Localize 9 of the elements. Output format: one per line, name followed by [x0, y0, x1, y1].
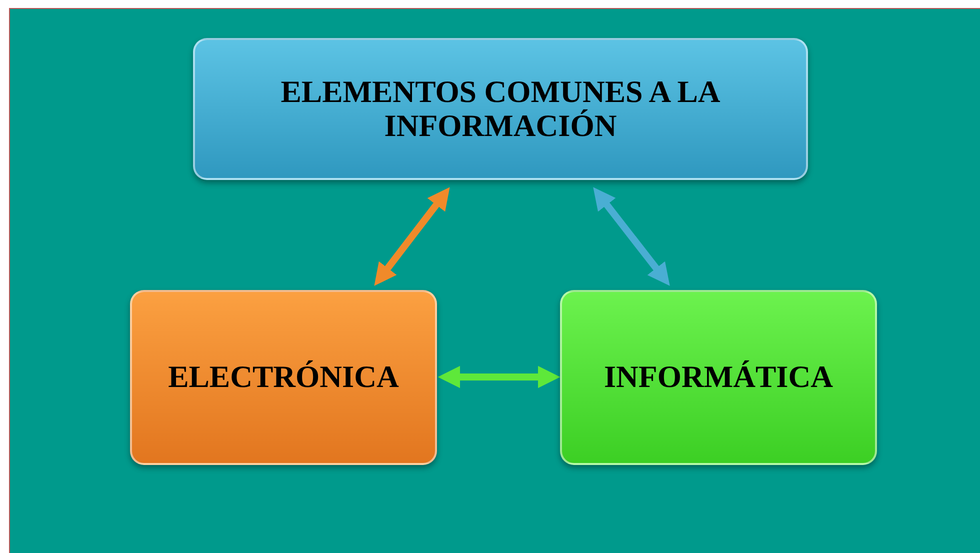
double-arrow	[374, 187, 450, 286]
rounded-box	[560, 290, 877, 465]
box-title: ELECTRÓNICA	[168, 360, 399, 395]
rounded-box	[130, 290, 437, 465]
box-title: ELEMENTOS COMUNES A LA INFORMACIÓN	[280, 74, 722, 144]
double-arrow	[593, 187, 670, 286]
rounded-box	[193, 38, 808, 180]
box-title: INFORMÁTICA	[604, 360, 834, 395]
double-arrow	[438, 366, 560, 388]
